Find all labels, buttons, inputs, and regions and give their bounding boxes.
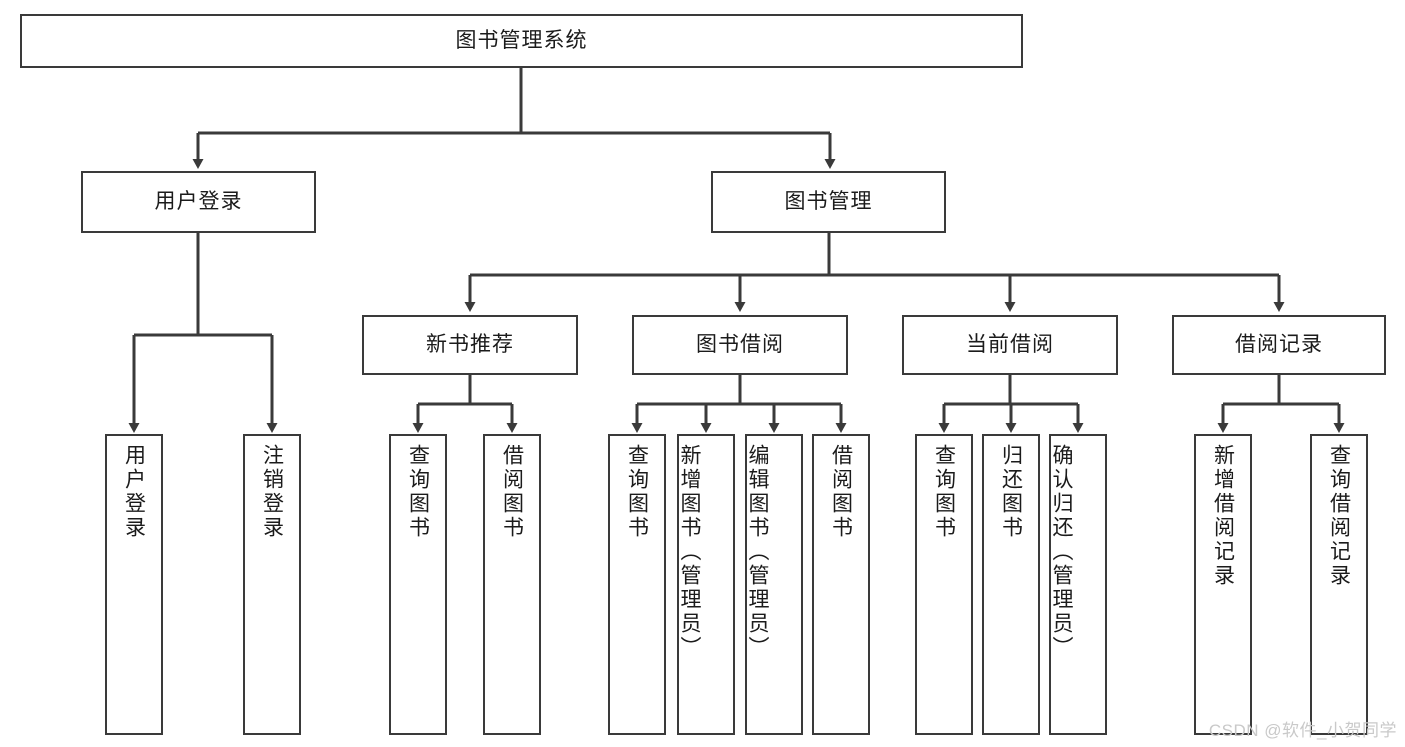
leaf-add-record-label: 新增借阅记录 <box>1211 444 1235 588</box>
leaf-return-book-label: 归还图书 <box>999 444 1023 540</box>
leaf-confirm-return-label: 确认归还（管理员） <box>1050 444 1073 660</box>
leaf-query-book-2-label: 查询图书 <box>625 444 649 540</box>
node-new-book-rec[interactable]: 新书推荐 <box>362 315 578 375</box>
leaf-query-record[interactable]: 查询借阅记录 <box>1310 434 1368 735</box>
node-borrow-record[interactable]: 借阅记录 <box>1172 315 1386 375</box>
leaf-edit-book-label: 编辑图书（管理员） <box>746 444 769 660</box>
leaf-borrow-book-1-label: 借阅图书 <box>500 444 524 540</box>
node-book-manage[interactable]: 图书管理 <box>711 171 946 233</box>
leaf-query-book-3[interactable]: 查询图书 <box>915 434 973 735</box>
leaf-borrow-book-2[interactable]: 借阅图书 <box>812 434 870 735</box>
node-borrow-record-label: 借阅记录 <box>1235 332 1323 356</box>
leaf-logout-login-label: 注销登录 <box>260 444 284 540</box>
leaf-add-record[interactable]: 新增借阅记录 <box>1194 434 1252 735</box>
leaf-add-book[interactable]: 新增图书（管理员） <box>677 434 735 735</box>
node-book-borrow-label: 图书借阅 <box>696 332 784 356</box>
node-current-borrow-label: 当前借阅 <box>966 332 1054 356</box>
leaf-edit-book[interactable]: 编辑图书（管理员） <box>745 434 803 735</box>
leaf-query-book-1-label: 查询图书 <box>406 444 430 540</box>
node-book-manage-label: 图书管理 <box>784 189 873 213</box>
leaf-query-record-label: 查询借阅记录 <box>1327 444 1351 588</box>
node-new-book-rec-label: 新书推荐 <box>426 332 514 356</box>
csdn-watermark: CSDN @软件_小贺同学 <box>1208 721 1397 740</box>
node-root[interactable]: 图书管理系统 <box>20 14 1023 68</box>
leaf-logout-login[interactable]: 注销登录 <box>243 434 301 735</box>
node-current-borrow[interactable]: 当前借阅 <box>902 315 1118 375</box>
leaf-return-book[interactable]: 归还图书 <box>982 434 1040 735</box>
leaf-user-login[interactable]: 用户登录 <box>105 434 163 735</box>
leaf-borrow-book-1[interactable]: 借阅图书 <box>483 434 541 735</box>
leaf-borrow-book-2-label: 借阅图书 <box>829 444 853 540</box>
node-user-login-label: 用户登录 <box>154 189 243 213</box>
leaf-confirm-return[interactable]: 确认归还（管理员） <box>1049 434 1107 735</box>
node-book-borrow[interactable]: 图书借阅 <box>632 315 848 375</box>
leaf-query-book-3-label: 查询图书 <box>932 444 956 540</box>
leaf-query-book-1[interactable]: 查询图书 <box>389 434 447 735</box>
node-root-label: 图书管理系统 <box>455 28 588 52</box>
leaf-user-login-label: 用户登录 <box>122 444 146 540</box>
leaf-add-book-label: 新增图书（管理员） <box>678 444 701 660</box>
leaf-query-book-2[interactable]: 查询图书 <box>608 434 666 735</box>
node-user-login[interactable]: 用户登录 <box>81 171 316 233</box>
